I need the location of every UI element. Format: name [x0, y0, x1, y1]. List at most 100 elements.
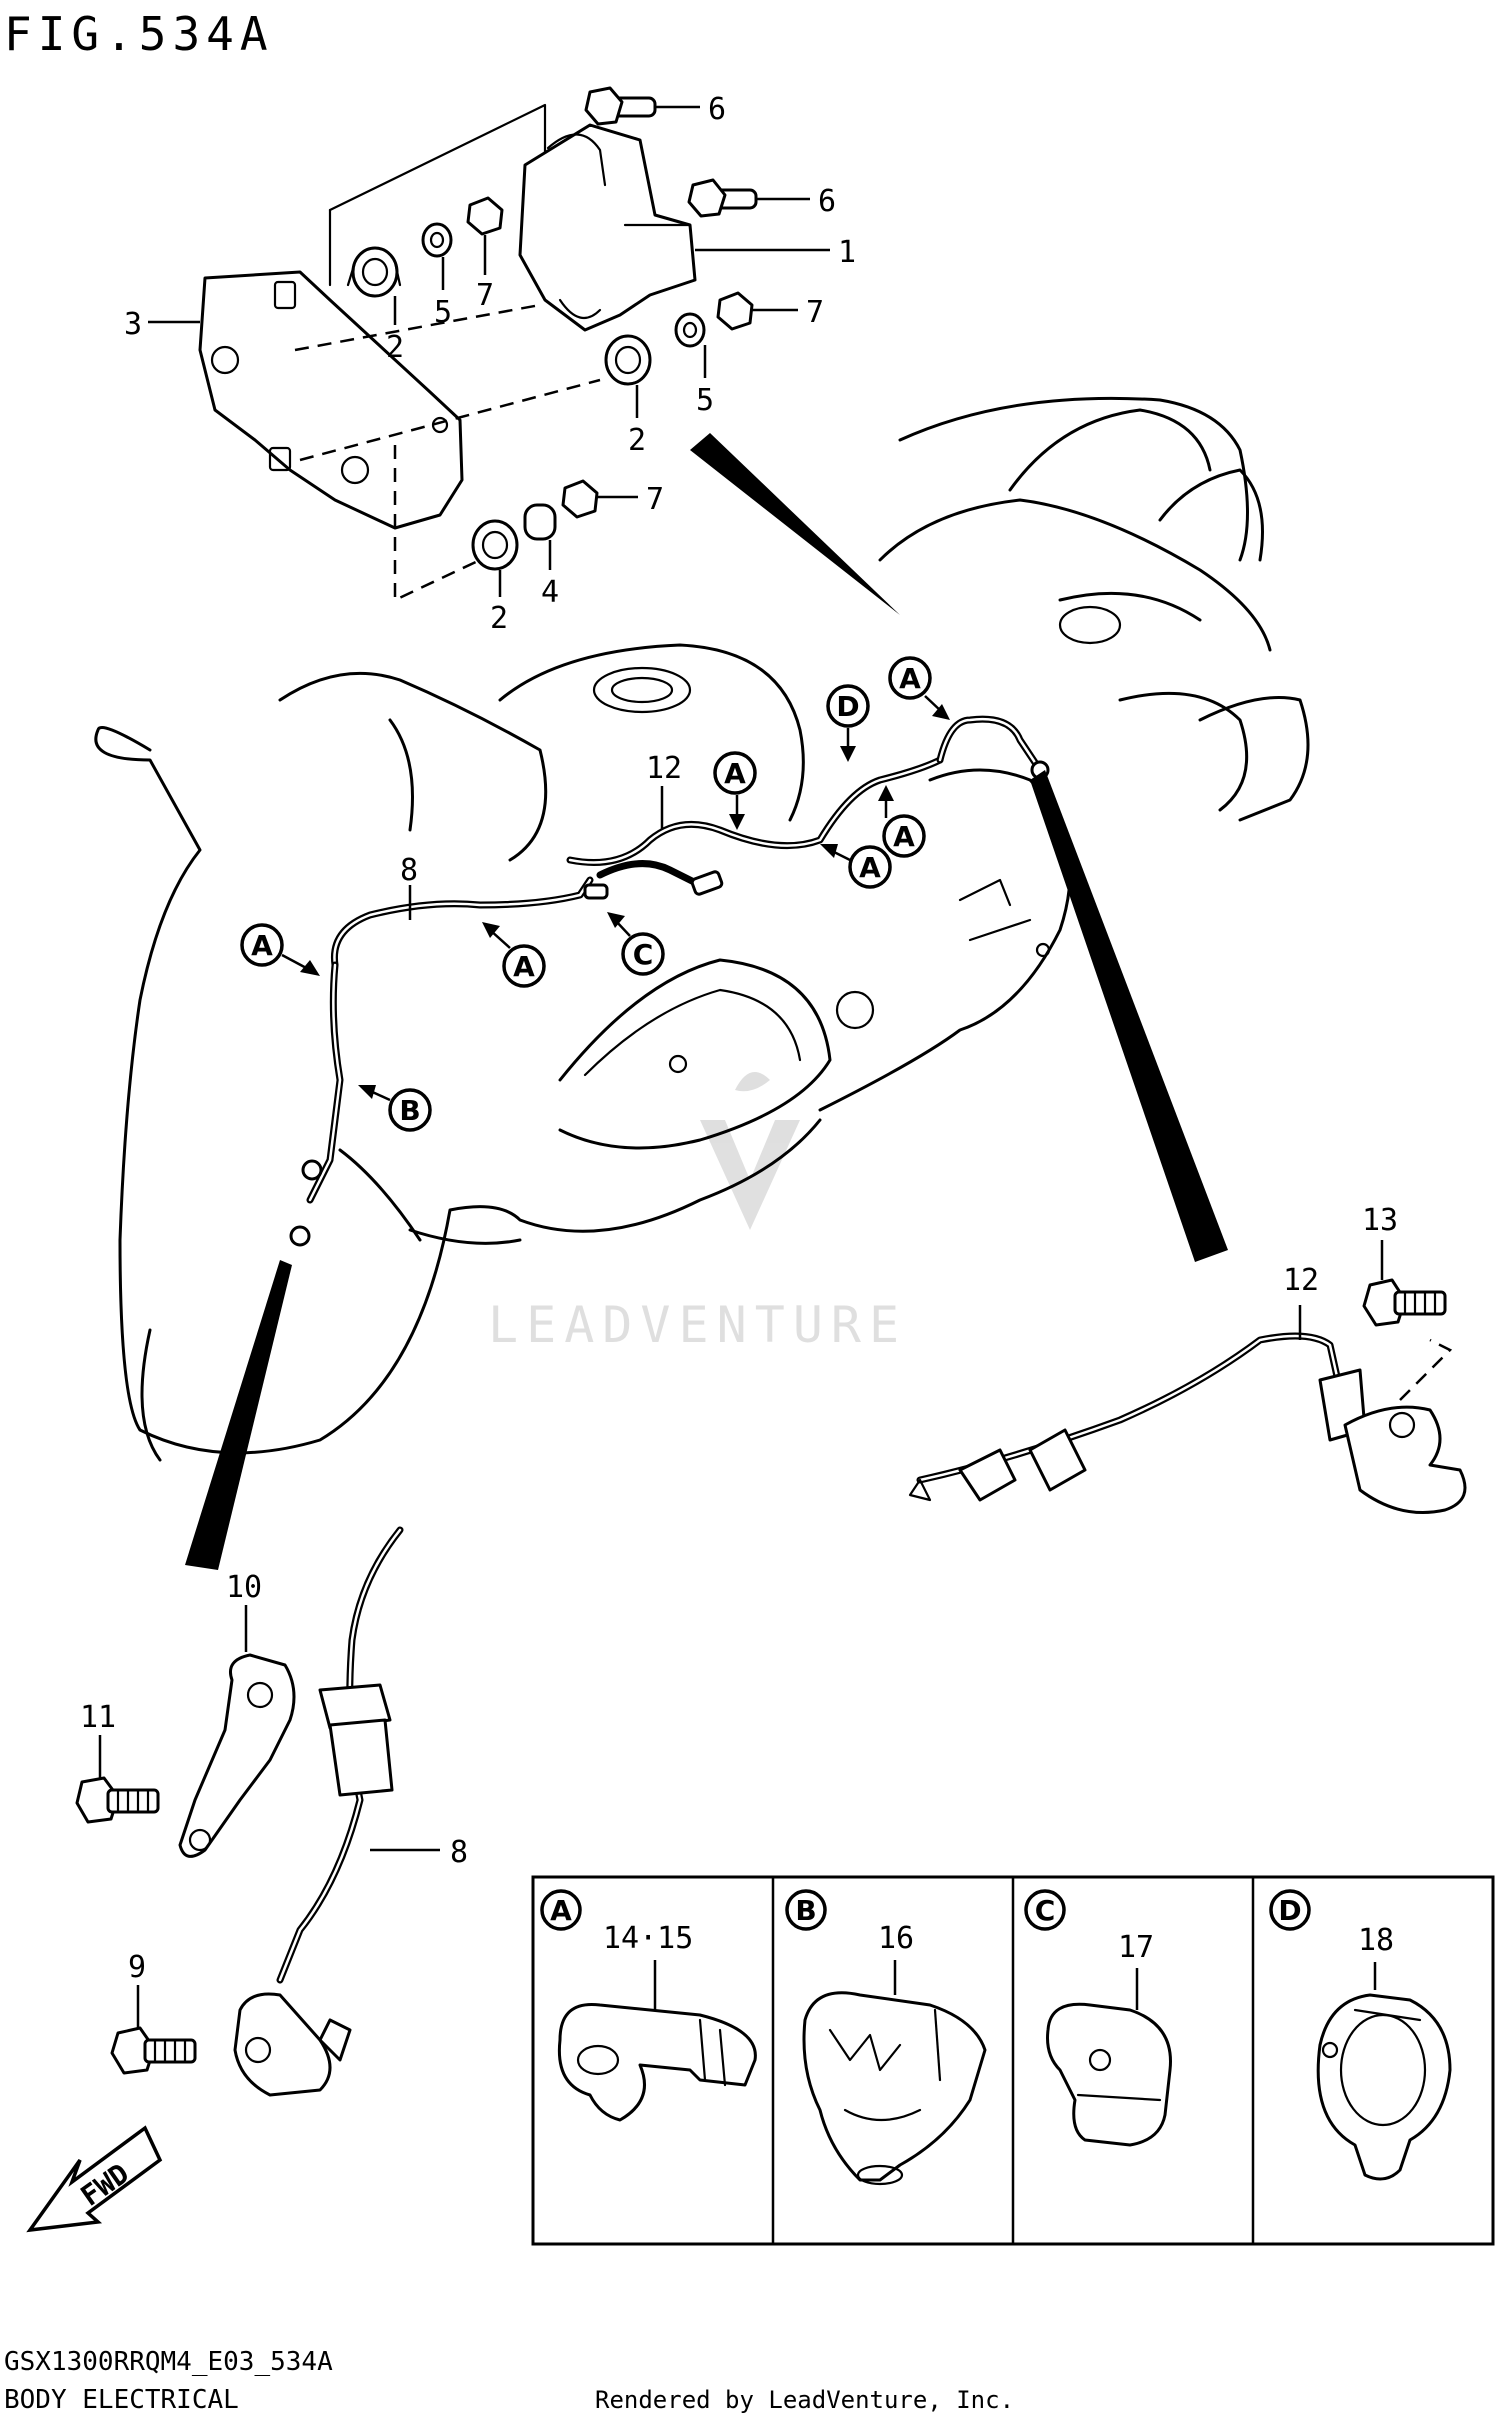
- bracket-part-10: [178, 1653, 296, 1858]
- svg-text:C: C: [1035, 1894, 1056, 1927]
- clamp-panel-a: A 14·15: [540, 1889, 757, 2122]
- pointer-wedge-top: [690, 433, 900, 615]
- svg-text:13: 13: [1362, 1203, 1398, 1238]
- callout-10: 10: [226, 1570, 262, 1652]
- callout-1: 1: [695, 235, 856, 270]
- watermark-logo: [700, 1072, 800, 1230]
- figure-title: FIG.534A: [4, 7, 274, 61]
- svg-text:8: 8: [400, 853, 418, 888]
- grommet-part-2-a: [346, 246, 402, 298]
- callout-6b: 6: [756, 184, 836, 219]
- pointer-wedge-left: [185, 1260, 292, 1570]
- bracket-part-3: [198, 270, 464, 530]
- clamp-detail-panels: A 14·15 B 16 C 17: [531, 1875, 1495, 2246]
- watermark-text: LEADVENTURE: [488, 1296, 907, 1354]
- sensor-part-8: [233, 1526, 404, 2097]
- callout-5b: 5: [696, 345, 714, 418]
- svg-text:A: A: [513, 950, 535, 983]
- bolt-part-6-b: [687, 178, 758, 218]
- callout-4: 4: [541, 540, 559, 610]
- pointer-wedge-right: [1030, 770, 1228, 1262]
- svg-text:14·15: 14·15: [603, 1921, 693, 1956]
- callout-2b: 2: [628, 385, 646, 458]
- nut-part-7-c: [561, 479, 599, 519]
- section-name: BODY ELECTRICAL: [4, 2385, 239, 2415]
- svg-text:6: 6: [818, 184, 836, 219]
- routing-marker-a2: A: [482, 922, 546, 988]
- svg-text:A: A: [550, 1894, 572, 1927]
- sensor-part-12: [908, 1332, 1467, 1514]
- svg-text:C: C: [633, 938, 654, 971]
- callout-11: 11: [80, 1700, 116, 1778]
- callout-12a: 12: [646, 751, 682, 830]
- grommet-part-2-c: [471, 519, 519, 571]
- bracket-assembly: [198, 86, 758, 602]
- routing-marker-c1: C: [607, 912, 665, 976]
- callout-8a: 8: [400, 853, 418, 920]
- svg-text:A: A: [859, 851, 881, 884]
- svg-text:2: 2: [628, 423, 646, 458]
- routing-marker-a5: A: [878, 785, 926, 858]
- svg-text:7: 7: [646, 482, 664, 517]
- collar-part-5-a: [421, 222, 453, 258]
- svg-text:D: D: [836, 690, 859, 723]
- svg-text:2: 2: [490, 601, 508, 636]
- clamp-panel-c: C 17: [1024, 1889, 1172, 2147]
- nut-part-7-a: [466, 196, 504, 236]
- collar-part-5-b: [674, 312, 706, 348]
- callout-9: 9: [128, 1950, 146, 2028]
- callout-8b: 8: [370, 1835, 468, 1870]
- svg-text:12: 12: [1283, 1263, 1319, 1298]
- callout-7a: 7: [476, 235, 494, 313]
- nut-part-7-b: [716, 291, 754, 331]
- clamp-part-16: [802, 1991, 987, 2182]
- svg-text:17: 17: [1118, 1930, 1154, 1965]
- svg-text:11: 11: [80, 1700, 116, 1735]
- callout-12b: 12: [1283, 1263, 1319, 1340]
- svg-text:6: 6: [708, 92, 726, 127]
- svg-text:2: 2: [386, 330, 404, 365]
- svg-text:7: 7: [806, 295, 824, 330]
- clamp-part-18: [1316, 1993, 1452, 2181]
- svg-text:18: 18: [1358, 1923, 1394, 1958]
- svg-text:12: 12: [646, 751, 682, 786]
- svg-text:8: 8: [450, 1835, 468, 1870]
- sensor-unit-1: [518, 123, 697, 332]
- svg-text:B: B: [399, 1094, 420, 1127]
- callout-2c: 2: [490, 570, 508, 636]
- bolt-part-6-a: [584, 86, 657, 126]
- svg-text:D: D: [1278, 1894, 1301, 1927]
- spacer-part-4: [523, 503, 557, 541]
- grommet-part-2-b: [604, 334, 652, 386]
- callout-6a: 6: [655, 92, 726, 127]
- routing-marker-a4: A: [820, 844, 892, 889]
- svg-text:1: 1: [838, 235, 856, 270]
- clamp-panel-b: B 16: [785, 1889, 987, 2186]
- clamp-part-14-15: [557, 2002, 757, 2122]
- callout-7b: 7: [752, 295, 824, 330]
- svg-text:4: 4: [541, 575, 559, 610]
- callout-5a: 5: [434, 257, 452, 330]
- clamp-part-17: [1046, 2002, 1172, 2147]
- callout-7c: 7: [597, 482, 664, 517]
- svg-text:A: A: [724, 757, 746, 790]
- figure-code: GSX1300RRQM4_E03_534A: [4, 2347, 333, 2377]
- svg-text:B: B: [795, 1894, 816, 1927]
- svg-text:5: 5: [434, 295, 452, 330]
- routing-marker-a3: A: [713, 751, 757, 830]
- callout-13: 13: [1362, 1203, 1398, 1280]
- bolt-part-13: [1362, 1278, 1447, 1327]
- fwd-arrow-icon: FWD: [26, 2125, 163, 2233]
- svg-text:A: A: [251, 929, 273, 962]
- bolt-part-9: [110, 2026, 197, 2075]
- bolt-part-11: [75, 1776, 160, 1824]
- credit-text: Rendered by LeadVenture, Inc.: [595, 2386, 1014, 2414]
- clamp-panel-d: D 18: [1269, 1889, 1452, 2181]
- svg-text:7: 7: [476, 278, 494, 313]
- routing-marker-a6: A: [888, 656, 950, 720]
- svg-text:A: A: [893, 820, 915, 853]
- callout-3: 3: [124, 307, 200, 342]
- svg-text:10: 10: [226, 1570, 262, 1605]
